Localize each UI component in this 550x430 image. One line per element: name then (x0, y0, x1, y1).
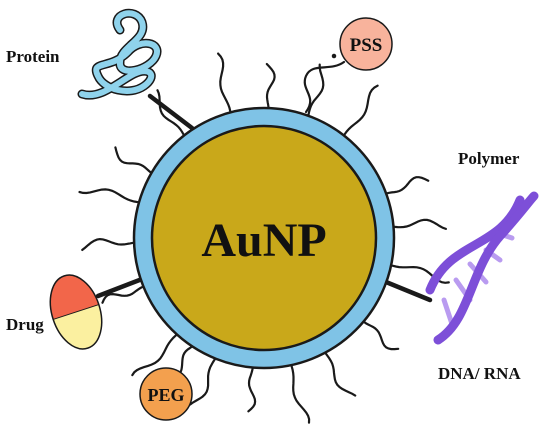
peg-label: PEG (147, 385, 184, 405)
dna-linker (383, 279, 433, 303)
drug-label: Drug (6, 315, 44, 334)
polymer-chain (323, 349, 357, 397)
pss-ball: PSS (339, 17, 393, 71)
polymer-chain (131, 332, 180, 377)
polymer-chain (81, 237, 138, 251)
core-label: AuNP (201, 214, 326, 267)
peg-ball: PEG (139, 367, 193, 421)
polymer-chain (306, 63, 325, 119)
polymer-chain (114, 146, 155, 176)
polymer-chain (341, 84, 379, 139)
polymer-chains (78, 52, 450, 424)
polymer-chain (78, 188, 143, 204)
polymer-label: Polymer (458, 149, 520, 168)
polymer-chain (265, 62, 276, 112)
polymer-chain (247, 364, 257, 413)
dna-strand (433, 191, 539, 345)
protein-linker (147, 93, 195, 131)
polymer-chain (189, 355, 218, 406)
polymer-chain (156, 89, 187, 139)
protein-icon (77, 8, 162, 100)
polymer-chain (101, 284, 147, 304)
protein-label: Protein (6, 47, 60, 66)
dna-rung (441, 297, 455, 327)
dna-rna-label: DNA/ RNA (438, 364, 521, 383)
drug-capsule-icon (41, 268, 111, 356)
pss-linker-chain (303, 60, 346, 114)
pss-label: PSS (350, 35, 383, 56)
dna-strand (425, 195, 525, 295)
dna-helix-icon (425, 191, 539, 345)
gold-core (150, 124, 378, 352)
polymer-chain (361, 319, 400, 351)
polymer-chain (383, 176, 430, 196)
polymer-chain (390, 218, 447, 230)
polymer-chain (217, 52, 232, 116)
polymer-chain (289, 362, 311, 424)
